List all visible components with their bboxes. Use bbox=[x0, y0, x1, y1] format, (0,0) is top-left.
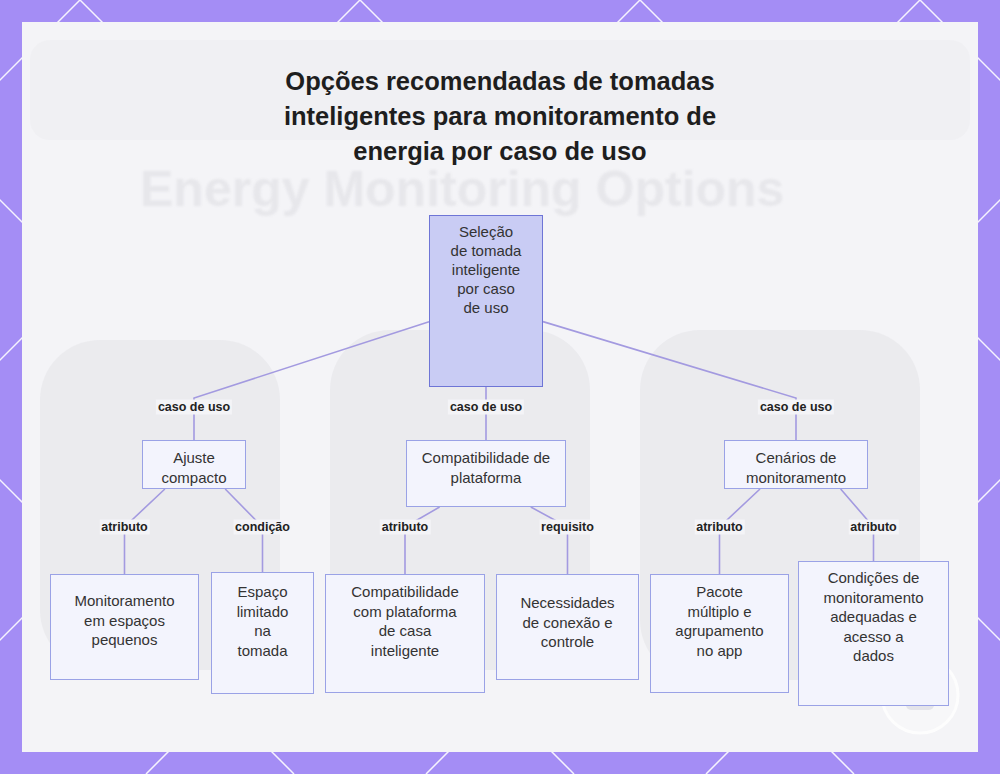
edge-label: caso de uso bbox=[448, 400, 524, 415]
node-text: Compatibilidade de plataforma bbox=[417, 448, 555, 487]
node-text: Condições de monitoramento adequadas e a… bbox=[823, 568, 924, 666]
connector-line bbox=[531, 507, 568, 574]
edge-label: caso de uso bbox=[758, 400, 834, 415]
category-box: Pacote múltiplo e agrupamento no app bbox=[650, 574, 789, 693]
category-box: Ajuste compacto bbox=[142, 440, 246, 489]
watermark-text: Energy Monitoring Options bbox=[140, 160, 784, 218]
node-text: Espaço limitado na tomada bbox=[231, 582, 294, 660]
category-box: Condições de monitoramento adequadas e a… bbox=[798, 561, 949, 706]
edge-label: atributo bbox=[694, 520, 745, 535]
node-text: Monitoramento em espaços pequenos bbox=[63, 591, 186, 650]
category-box: Espaço limitado na tomada bbox=[211, 572, 314, 694]
edge-label: atributo bbox=[848, 520, 899, 535]
connector-line bbox=[543, 322, 796, 440]
edge-label: condição bbox=[233, 520, 292, 535]
connector-line bbox=[194, 322, 429, 440]
category-box: Cenários de monitoramento bbox=[724, 440, 868, 489]
node-text: Compatibilidade com plataforma de casa i… bbox=[347, 582, 463, 660]
category-box: Monitoramento em espaços pequenos bbox=[50, 574, 199, 680]
edge-label: requisito bbox=[539, 520, 596, 535]
node-text: Seleção de tomada inteligente por caso d… bbox=[450, 222, 522, 317]
edge-label: caso de uso bbox=[156, 400, 232, 415]
diagram-title: Opções recomendadas de tomadas inteligen… bbox=[237, 64, 763, 169]
node-text: Pacote múltiplo e agrupamento no app bbox=[673, 582, 766, 660]
edge-label: atributo bbox=[380, 520, 431, 535]
category-box: Necessidades de conexão e controle bbox=[496, 574, 639, 680]
node-text: Cenários de monitoramento bbox=[737, 448, 855, 487]
category-box: Compatibilidade de plataforma bbox=[406, 440, 566, 507]
node-text: Ajuste compacto bbox=[150, 448, 238, 487]
root-box: Seleção de tomada inteligente por caso d… bbox=[429, 215, 543, 387]
category-box: Compatibilidade com plataforma de casa i… bbox=[325, 574, 485, 693]
node-text: Necessidades de conexão e controle bbox=[518, 593, 617, 652]
connector-line bbox=[405, 507, 440, 574]
edge-label: atributo bbox=[99, 520, 150, 535]
